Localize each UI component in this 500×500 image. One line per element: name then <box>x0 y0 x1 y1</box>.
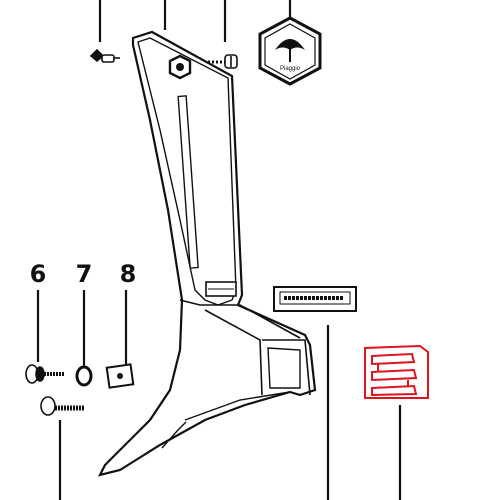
square-nut-icon <box>105 363 135 389</box>
nut-icon <box>168 54 192 80</box>
callout-leaders <box>36 290 128 366</box>
screw-icon <box>208 54 238 69</box>
label-plate-icon <box>273 286 357 312</box>
bolt-with-washer-icon <box>25 364 64 384</box>
piaggio-logo-icon: Piaggio <box>258 16 322 86</box>
callout-number-7: 7 <box>76 260 93 288</box>
washer-icon <box>75 365 93 387</box>
callout-number-6: 6 <box>30 260 47 288</box>
brand-badge-text: Piaggio <box>280 66 301 72</box>
bottom-leader-lines <box>58 325 402 500</box>
long-bolt-icon <box>40 396 84 416</box>
callout-number-8: 8 <box>120 260 137 288</box>
stand-bracket <box>97 30 317 477</box>
rubber-pad-icon <box>364 344 429 399</box>
wing-screw-icon <box>89 48 120 63</box>
